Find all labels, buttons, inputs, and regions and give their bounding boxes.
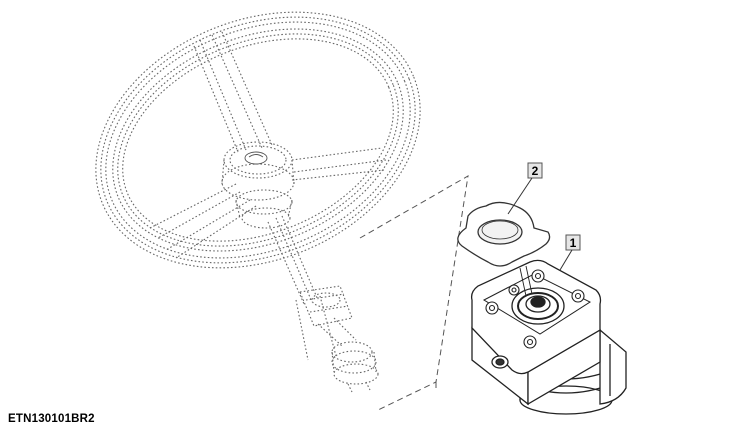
steering-column (267, 215, 337, 361)
steering-wheel-phantom (95, 11, 421, 393)
wheel-hub (221, 141, 295, 229)
lower-shaft (317, 317, 379, 393)
figure-code: ETN130101BR2 (8, 413, 95, 425)
wheel-spoke-lower (149, 183, 257, 259)
callout-1-label: 1 (570, 236, 577, 250)
wheel-rim (95, 11, 421, 269)
assembly-leader-dashed (359, 175, 469, 411)
wheel-spoke-right (291, 147, 387, 181)
callout-2: 2 (507, 162, 543, 215)
valve-bolt-icons (485, 269, 585, 349)
steering-valve (470, 259, 627, 415)
hub-emblem-icon (244, 151, 268, 165)
valve-input-shaft (511, 265, 565, 325)
spacer-plate (457, 201, 551, 267)
callout-2-label: 2 (532, 164, 539, 178)
callout-1: 1 (559, 234, 581, 271)
wheel-spoke-upper (193, 31, 273, 153)
universal-joint (299, 285, 353, 327)
